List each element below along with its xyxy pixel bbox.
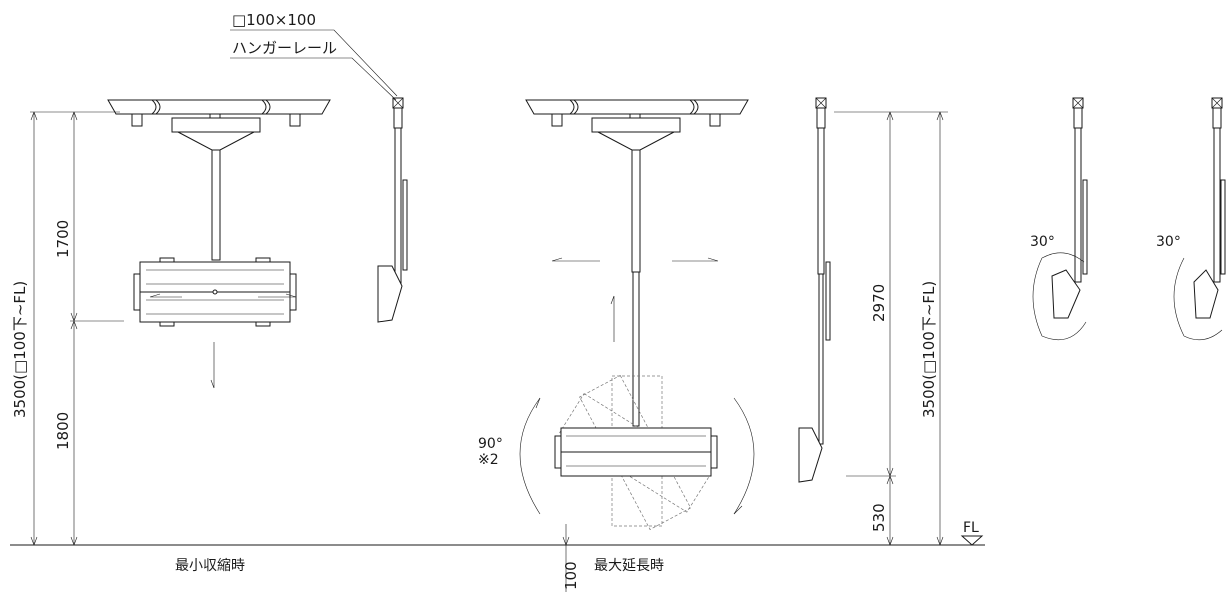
caption-max-extended: 最大延長時 [594, 558, 664, 574]
dims-middle [562, 111, 948, 592]
rotation-arc-right [733, 397, 755, 515]
outer-pole [631, 149, 641, 273]
tilt-view-left [1032, 97, 1088, 340]
tilt-view-right [1173, 97, 1226, 341]
label-tilt-right: 30° [1156, 234, 1181, 250]
dim-extended-length: 2970 [870, 284, 888, 322]
view-min-retracted [107, 99, 331, 389]
mount-plate [171, 117, 261, 133]
dim-total-left: 3500(□100下~FL) [11, 281, 29, 418]
label-hanger-rail: ハンガーレール [232, 39, 337, 57]
view-max-extended [519, 99, 755, 530]
carriage [131, 113, 143, 127]
dim-upper-left: 1700 [54, 220, 72, 258]
dims-left [30, 111, 124, 546]
rail-left [107, 99, 331, 115]
rail-middle [525, 99, 749, 115]
side-view-retracted [377, 97, 408, 323]
fixture-lower [139, 291, 291, 323]
caption-min-retracted: 最小収縮時 [175, 558, 245, 574]
carriage [289, 113, 301, 127]
floor-marker [960, 535, 984, 546]
label-tilt-left: 30° [1030, 234, 1055, 250]
label-floor-level: FL [963, 520, 979, 536]
side-pole [394, 127, 402, 285]
leader-rail [230, 57, 397, 101]
side-fixture [377, 265, 403, 323]
mount-bracket [177, 131, 255, 151]
dim-total-right: 3500(□100下~FL) [920, 281, 938, 418]
label-square-size: □100×100 [232, 11, 316, 29]
side-view-extended [798, 97, 831, 483]
label-rotation-90: 90° [478, 436, 503, 452]
label-note-2: ※2 [478, 452, 499, 468]
rotation-arc-left [519, 397, 541, 515]
dim-below-floor: 100 [562, 561, 580, 590]
pole [211, 149, 221, 261]
inner-pole [632, 271, 640, 427]
rail-break-left [151, 99, 271, 115]
fixture-upper [139, 261, 291, 293]
dim-lower-left: 1800 [54, 412, 72, 450]
dim-floor-clearance: 530 [870, 503, 888, 532]
leader-square [230, 29, 398, 97]
